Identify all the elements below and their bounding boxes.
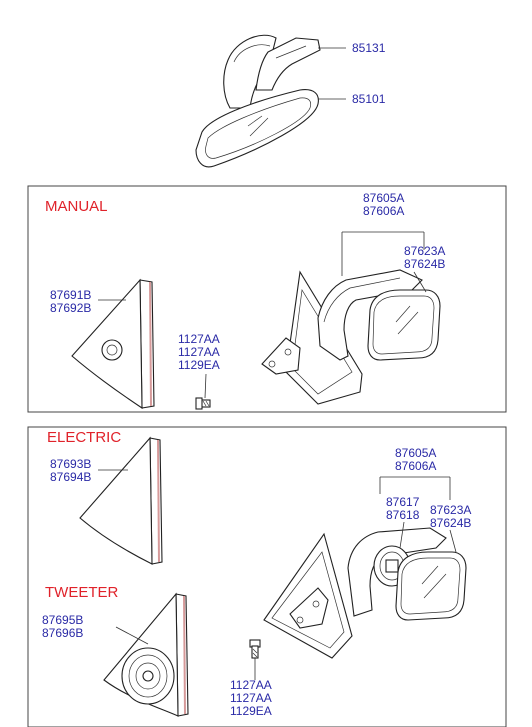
- manual-section-frame: [27, 185, 507, 413]
- label-87696b: 87696B: [42, 626, 83, 640]
- label-1127aa-4: 1127AA: [230, 691, 272, 705]
- label-87692b: 87692B: [50, 301, 91, 315]
- label-1127aa-1: 1127AA: [178, 332, 220, 346]
- tweeter-cover-part: [103, 592, 189, 717]
- manual-screw-part: [195, 397, 211, 410]
- manual-section-title: MANUAL: [45, 198, 108, 215]
- tweeter-section-title: TWEETER: [45, 584, 118, 601]
- label-87618: 87618: [386, 508, 420, 522]
- label-87606a-2: 87606A: [395, 459, 436, 473]
- electric-mirror-glass-part: [395, 551, 467, 621]
- inside-mirror-part: [195, 89, 319, 168]
- label-87691b: 87691B: [50, 288, 91, 302]
- electric-section-title: ELECTRIC: [47, 429, 121, 446]
- label-87623a-2: 87623A: [430, 503, 471, 517]
- label-1127aa-3: 1127AA: [230, 678, 272, 692]
- manual-mirror-glass-part: [367, 289, 441, 361]
- mirror-cover-part: [223, 34, 321, 109]
- label-87623a: 87623A: [404, 244, 445, 258]
- label-1129ea: 1129EA: [178, 358, 220, 372]
- label-85101: 85101: [352, 92, 386, 106]
- electric-screw-part: [249, 639, 261, 659]
- label-1127aa-2: 1127AA: [178, 345, 220, 359]
- manual-cover-part: [71, 278, 155, 410]
- label-87617: 87617: [386, 495, 420, 509]
- electric-cover-part: [79, 436, 163, 565]
- label-87693b: 87693B: [50, 457, 91, 471]
- label-1129ea-2: 1129EA: [230, 704, 272, 718]
- electric-mirror-housing-part: [263, 527, 447, 659]
- label-87624b-2: 87624B: [430, 516, 471, 530]
- label-87605a-2: 87605A: [395, 446, 436, 460]
- label-87605a: 87605A: [363, 191, 404, 205]
- label-87694b: 87694B: [50, 470, 91, 484]
- label-85131: 85131: [352, 41, 386, 55]
- label-87695b: 87695B: [42, 613, 83, 627]
- label-87624b: 87624B: [404, 257, 445, 271]
- electric-section-frame: [27, 426, 507, 727]
- label-87606a: 87606A: [363, 204, 404, 218]
